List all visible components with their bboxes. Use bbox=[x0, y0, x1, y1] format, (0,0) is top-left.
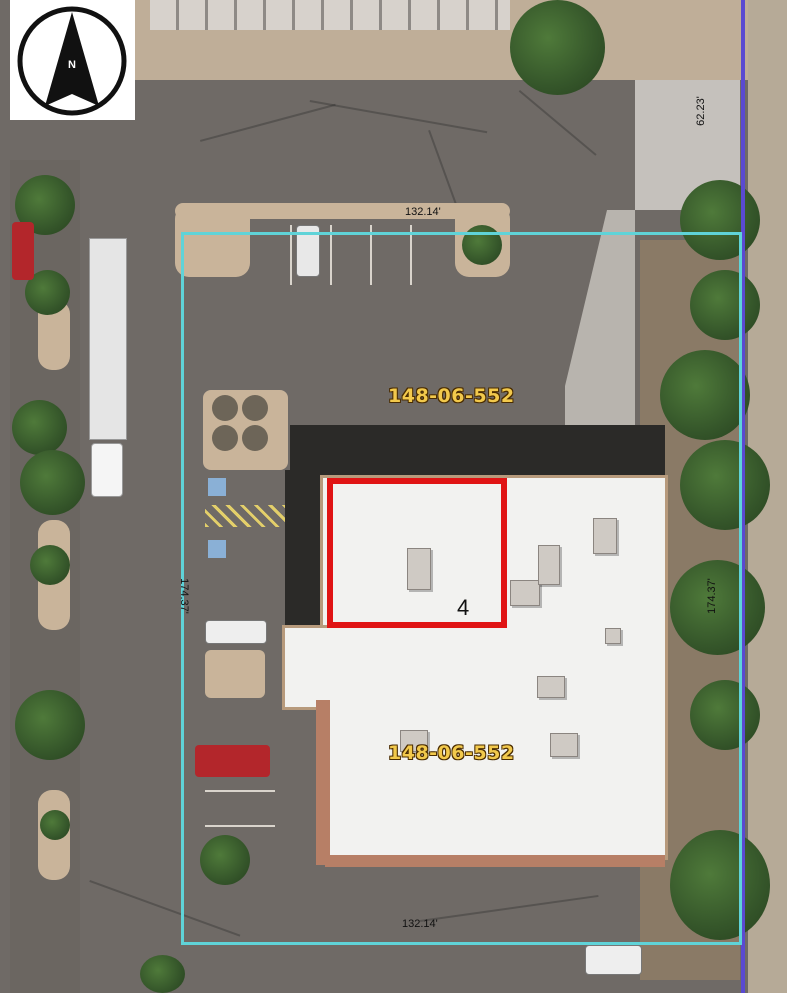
handicap-stall bbox=[208, 540, 226, 558]
tree bbox=[200, 835, 250, 885]
highlight-label: 4 bbox=[457, 595, 470, 620]
north-arrow-icon: N bbox=[17, 6, 127, 116]
tree bbox=[690, 270, 760, 340]
dimension-right: 174.37' bbox=[705, 578, 718, 614]
parcel-label-upper: 148-06-552 bbox=[388, 385, 515, 407]
tree bbox=[30, 545, 70, 585]
access-aisle bbox=[205, 505, 285, 527]
car bbox=[585, 945, 642, 975]
dimension-top: 132.14' bbox=[405, 206, 441, 218]
property-line bbox=[741, 0, 745, 993]
dimension-street: 62.23' bbox=[694, 96, 707, 126]
tree bbox=[660, 350, 750, 440]
rooftop-hvac-unit bbox=[510, 580, 540, 606]
compass: N bbox=[10, 0, 135, 120]
highlight-box bbox=[327, 478, 507, 628]
parking-stripe bbox=[410, 225, 412, 285]
tree bbox=[15, 690, 85, 760]
rooftop-hvac-unit bbox=[537, 676, 565, 698]
dimension-bottom: 132.14' bbox=[402, 918, 438, 930]
pavement-crack bbox=[200, 103, 336, 142]
building-shadow bbox=[285, 470, 325, 630]
rooftop-hvac-unit bbox=[400, 730, 428, 752]
building-roof-wing bbox=[282, 625, 327, 710]
curb-strip bbox=[175, 203, 510, 219]
rooftop-hvac-unit bbox=[407, 548, 431, 590]
car bbox=[205, 620, 267, 644]
tree bbox=[680, 180, 760, 260]
pavement-crack bbox=[309, 100, 488, 134]
parking-stripe bbox=[290, 225, 292, 285]
tree bbox=[670, 830, 770, 940]
parking-stripe bbox=[205, 790, 275, 792]
dimension-left: 174.37' bbox=[177, 578, 190, 614]
tree bbox=[140, 955, 185, 993]
tank bbox=[242, 425, 268, 451]
tree bbox=[462, 225, 502, 265]
pavement-crack bbox=[518, 90, 597, 156]
tree bbox=[20, 450, 85, 515]
compass-label: N bbox=[68, 59, 76, 71]
truck bbox=[86, 238, 127, 498]
building-wall bbox=[325, 855, 665, 867]
parking-stripe bbox=[330, 225, 332, 285]
handicap-stall bbox=[208, 478, 226, 496]
tank bbox=[242, 395, 268, 421]
car bbox=[195, 745, 270, 777]
building-wall bbox=[316, 700, 330, 865]
landscape-island bbox=[205, 650, 265, 698]
rooftop-hvac-unit bbox=[605, 628, 621, 644]
fence-top bbox=[150, 0, 510, 30]
tree bbox=[690, 680, 760, 750]
car bbox=[12, 222, 34, 280]
rooftop-hvac-unit bbox=[538, 545, 560, 585]
parcel-boundary bbox=[181, 232, 742, 945]
tree bbox=[12, 400, 67, 455]
rooftop-hvac-unit bbox=[593, 518, 617, 554]
tree bbox=[40, 810, 70, 840]
tank bbox=[212, 395, 238, 421]
parking-stripe bbox=[370, 225, 372, 285]
tree bbox=[670, 560, 765, 655]
tank bbox=[212, 425, 238, 451]
parking-stripe bbox=[205, 825, 275, 827]
parcel-label-lower: 148-06-552 bbox=[388, 742, 515, 764]
tree bbox=[510, 0, 605, 95]
tree bbox=[680, 440, 770, 530]
rooftop-hvac-unit bbox=[550, 733, 578, 757]
